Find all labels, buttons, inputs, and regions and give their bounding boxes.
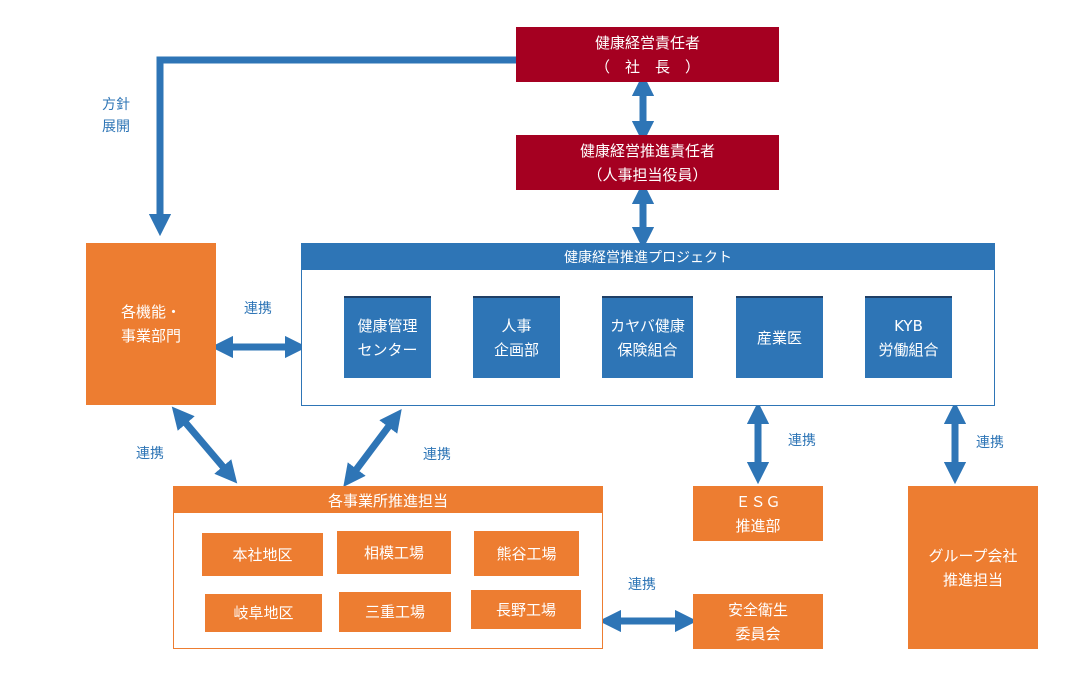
- project-member-health-insurance: カヤバ健康 保険組合: [602, 296, 693, 378]
- divisions-sites-arrow: [171, 406, 238, 484]
- project-member-occupational-physician: 産業医: [736, 296, 823, 378]
- site-kumagaya: 熊谷工場: [474, 531, 579, 576]
- divisions-project-label: 連携: [244, 301, 272, 317]
- ceo-title: 健康経営責任者: [594, 33, 700, 52]
- policy-label: 方針 展開: [102, 97, 130, 135]
- divisions-sites-label: 連携: [136, 446, 164, 462]
- project-member-labor-union: KYB 労働組合: [865, 296, 952, 378]
- ceo-box: 健康経営責任者 （ 社 長 ）: [516, 27, 779, 82]
- project-header: 健康経営推進プロジェクト: [302, 244, 994, 270]
- policy-arrow: [148, 56, 516, 237]
- project-member-hr-planning: 人事 企画部: [473, 296, 560, 378]
- site-honsha: 本社地区: [202, 533, 323, 576]
- esg-label: 連携: [788, 433, 816, 449]
- promoter-title: 健康経営推進責任者: [579, 141, 715, 160]
- divisions-line2: 事業部門: [120, 327, 181, 345]
- group-companies-box: グループ会社 推進担当: [908, 486, 1038, 649]
- safety-committee-box: 安全衛生 委員会: [693, 594, 823, 649]
- divisions-line1: 各機能・: [120, 303, 181, 321]
- site-mie: 三重工場: [339, 592, 451, 632]
- safety-label: 連携: [628, 577, 656, 593]
- sites-header: 各事業所推進担当: [174, 487, 602, 513]
- project-sites-label: 連携: [423, 447, 451, 463]
- project-sites-arrow: [343, 409, 402, 487]
- promoter-box: 健康経営推進責任者 （人事担当役員）: [516, 135, 779, 190]
- project-title: 健康経営推進プロジェクト: [564, 250, 732, 266]
- site-nagano: 長野工場: [471, 590, 581, 629]
- esg-box: ＥＳＧ 推進部: [693, 486, 823, 541]
- sites-title: 各事業所推進担当: [327, 491, 448, 510]
- divisions-box: 各機能・ 事業部門: [86, 243, 216, 405]
- project-member-health-center: 健康管理 センター: [344, 296, 431, 378]
- site-sagami: 相模工場: [337, 531, 451, 574]
- promoter-role: （人事担当役員）: [587, 165, 708, 184]
- ceo-role: （ 社 長 ）: [594, 57, 700, 76]
- site-gifu: 岐阜地区: [205, 594, 322, 632]
- group-label: 連携: [976, 435, 1004, 451]
